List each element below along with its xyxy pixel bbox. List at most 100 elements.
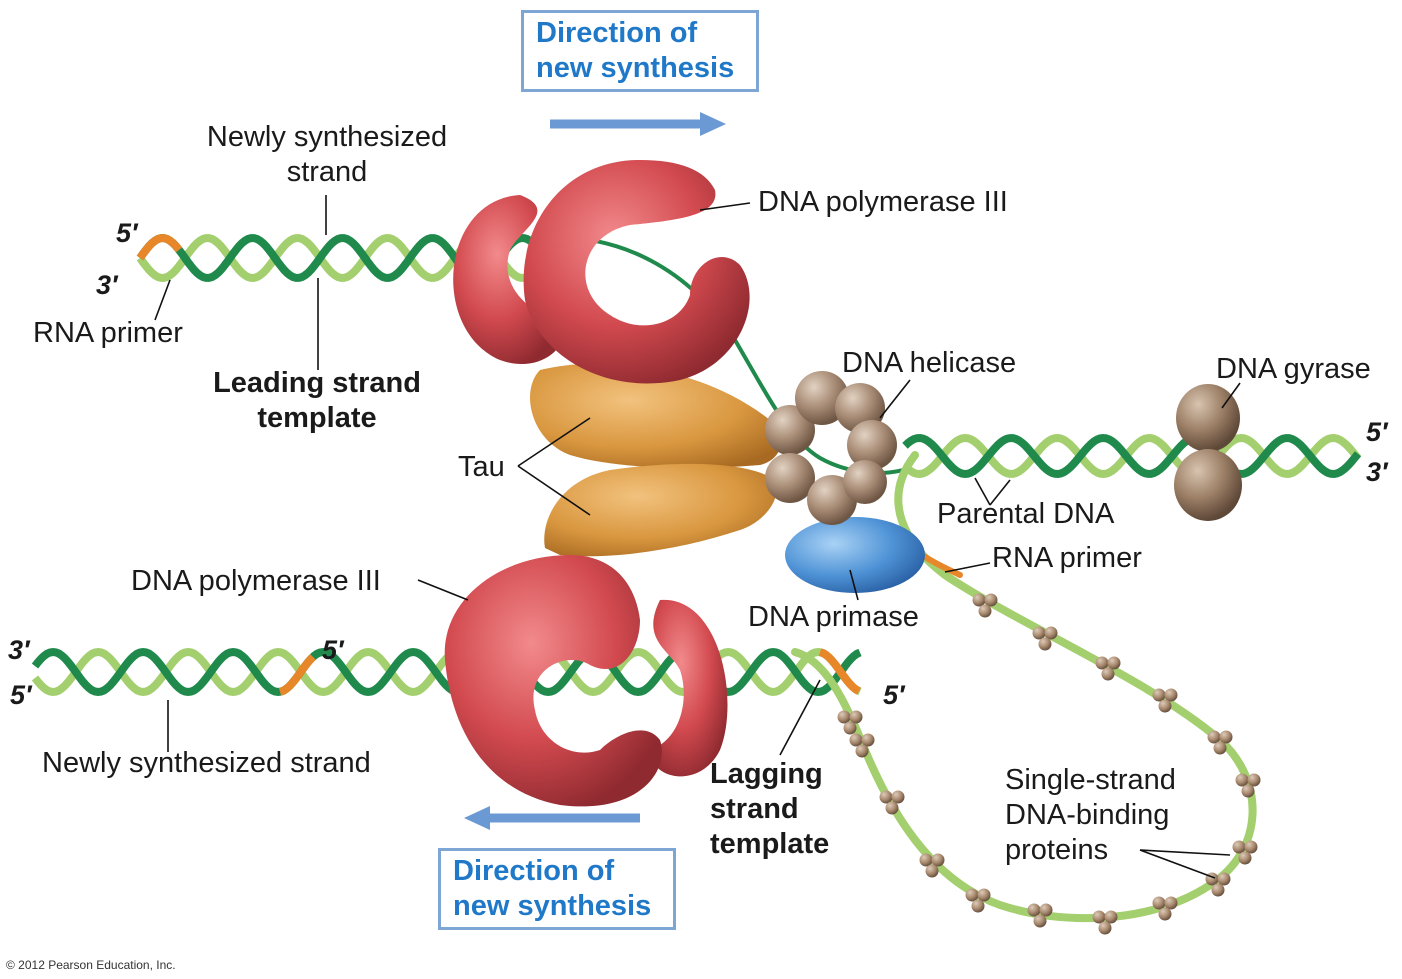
direction-bottom-line1: Direction of: [453, 855, 615, 887]
ssb-protein-bead: [1104, 910, 1118, 924]
ssb-protein-bead: [1092, 910, 1106, 924]
end-top-left-5: 5′: [116, 218, 138, 248]
ssb-protein-bead: [891, 790, 905, 804]
end-right-5: 5′: [1366, 417, 1388, 447]
dna-polymerase-iii-top: [453, 160, 750, 384]
ssb-protein-bead: [971, 899, 985, 913]
rna-primer-segment: [818, 648, 861, 695]
label-tau: Tau: [458, 451, 505, 483]
ssb-protein-bead: [1098, 921, 1112, 935]
ssb-protein-bead: [1235, 773, 1249, 787]
ssb-protein-bead: [1039, 903, 1053, 917]
ssb-protein-bead: [1219, 730, 1233, 744]
ssb-protein-bead: [1044, 626, 1058, 640]
ssb-protein-bead: [849, 710, 863, 724]
ssb-protein-bead: [1101, 667, 1115, 681]
ssb-protein-bead: [1158, 907, 1172, 921]
end-top-left-3: 3′: [96, 270, 118, 300]
ssb-protein-bead: [1152, 688, 1166, 702]
ssb-protein-bead: [849, 733, 863, 747]
ssb-protein-bead: [837, 710, 851, 724]
ssb-protein-bead: [1207, 730, 1221, 744]
ssb-protein-bead: [1158, 699, 1172, 713]
ssb-protein-bead: [1032, 626, 1046, 640]
label-single-strand-binding: Single-strand DNA-binding proteins: [1005, 763, 1176, 868]
ssb-protein-bead: [1107, 656, 1121, 670]
ssb-protein-bead: [1232, 840, 1246, 854]
label-leading-line2: template: [257, 402, 377, 434]
direction-top-line2: new synthesis: [536, 52, 735, 84]
label-rna-primer-left: RNA primer: [33, 317, 183, 349]
label-ssb-line2: DNA-binding: [1005, 799, 1170, 831]
dna-polymerase-iii-bottom: [444, 555, 728, 807]
ssb-protein-bead: [931, 853, 945, 867]
end-bottom-left-5: 5′: [10, 680, 32, 710]
direction-arrow-right: [550, 112, 726, 136]
ssb-protein-bead: [1027, 903, 1041, 917]
ssb-protein-bead: [1152, 896, 1166, 910]
label-leading-strand-template: Leading strand template: [182, 366, 452, 436]
end-bottom-left-3: 3′: [8, 635, 30, 665]
direction-bottom-line2: new synthesis: [453, 890, 652, 922]
label-rna-primer-right: RNA primer: [992, 542, 1142, 574]
rna-primer-segment: [136, 234, 183, 261]
ssb-protein-bead: [972, 593, 986, 607]
ssb-protein-bead: [1238, 851, 1252, 865]
ssb-protein-bead: [861, 733, 875, 747]
ssb-protein-bead: [1211, 883, 1225, 897]
label-newly-top-line2: strand: [286, 156, 368, 188]
label-dna-gyrase: DNA gyrase: [1216, 353, 1371, 385]
ssb-protein-bead: [1244, 840, 1258, 854]
ssb-protein-bead: [1038, 637, 1052, 651]
copyright-notice: © 2012 Pearson Education, Inc.: [6, 958, 176, 972]
label-newly-synthesized-bottom: Newly synthesized strand: [42, 747, 371, 779]
label-parental-dna: Parental DNA: [937, 498, 1115, 530]
end-lagging-5: 5′: [883, 680, 905, 710]
label-lagging-line3: template: [710, 828, 830, 860]
rna-primer-segment: [278, 654, 316, 696]
dna-helicase: [765, 371, 897, 525]
label-newly-synthesized-top: Newly synthesized strand: [182, 120, 472, 190]
ssb-protein-bead: [925, 864, 939, 878]
parental-dna-helix: [902, 433, 1362, 479]
end-bottom-mid-5: 5′: [322, 635, 344, 665]
ssb-protein-bead: [1164, 896, 1178, 910]
helix-light-strand: [902, 433, 1362, 479]
ssb-protein-bead: [984, 593, 998, 607]
label-lagging-strand-template: Lagging strand template: [710, 757, 829, 862]
ssb-protein-bead: [1033, 914, 1047, 928]
direction-top-line1: Direction of: [536, 17, 698, 49]
helix-dark-strand: [902, 433, 1362, 479]
dna-primase: [785, 517, 925, 593]
label-ssb-line1: Single-strand: [1005, 764, 1176, 796]
tau-protein: [530, 363, 781, 557]
ssb-protein-bead: [978, 604, 992, 618]
ssb-protein-bead: [855, 744, 869, 758]
ssb-protein-bead: [1247, 773, 1261, 787]
ssb-protein-bead: [885, 801, 899, 815]
end-right-3: 3′: [1366, 457, 1388, 487]
single-strand-binding-proteins: [837, 593, 1261, 935]
direction-box-bottom: Direction of new synthesis: [438, 848, 676, 930]
label-dna-polymerase-iii-top: DNA polymerase III: [758, 186, 1008, 218]
label-dna-primase: DNA primase: [748, 601, 919, 633]
ssb-protein-bead: [919, 853, 933, 867]
ssb-protein-bead: [1213, 741, 1227, 755]
direction-box-top: Direction of new synthesis: [521, 10, 759, 92]
label-lagging-line1: Lagging: [710, 758, 823, 790]
direction-arrow-left: [464, 806, 640, 830]
ssb-protein-bead: [1164, 688, 1178, 702]
ssb-protein-bead: [977, 888, 991, 902]
ssb-protein-bead: [965, 888, 979, 902]
ssb-protein-bead: [843, 721, 857, 735]
ssb-protein-bead: [1095, 656, 1109, 670]
label-ssb-line3: proteins: [1005, 834, 1109, 866]
dna-gyrase: [1174, 384, 1242, 521]
leader-lines: [154, 195, 1241, 879]
label-leading-line1: Leading strand: [213, 367, 421, 399]
ssb-protein-bead: [1217, 872, 1231, 886]
ssb-protein-bead: [1241, 784, 1255, 798]
label-lagging-line2: strand: [710, 793, 799, 825]
